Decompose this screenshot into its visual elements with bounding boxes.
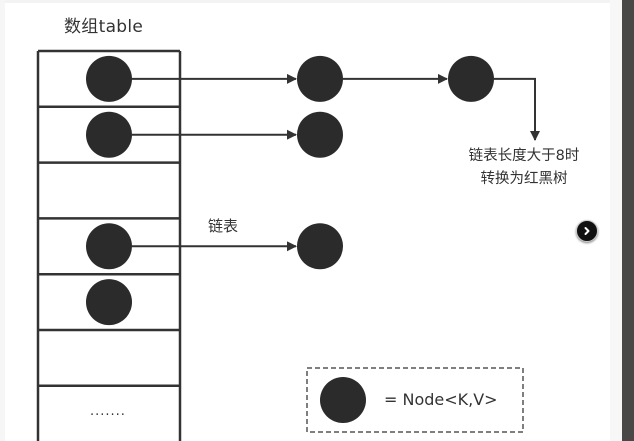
right-gutter <box>610 0 622 441</box>
nodes <box>86 55 494 326</box>
left-border <box>0 0 5 441</box>
diagram-title: 数组table <box>64 17 144 37</box>
chain-node <box>297 223 343 270</box>
treeify-arrow <box>494 77 540 141</box>
arrows <box>132 73 540 252</box>
legend-node <box>320 377 366 423</box>
treeify-note: 链表长度大于8时 转换为红黑树 <box>444 145 604 191</box>
legend-label: = Node<K,V> <box>384 390 498 409</box>
legend-box <box>306 367 524 433</box>
table-ellipsis: ....... <box>90 403 126 419</box>
bucket-head-node <box>86 111 132 158</box>
treeify-note-line2: 转换为红黑树 <box>480 171 568 187</box>
scrollbar[interactable] <box>622 0 634 441</box>
array-table <box>36 49 182 441</box>
next-button[interactable] <box>576 220 598 242</box>
legend <box>306 367 524 433</box>
top-border <box>0 0 622 3</box>
chain-node <box>297 55 343 102</box>
chevron-right-icon <box>584 227 590 235</box>
treeify-note-line1: 链表长度大于8时 <box>468 148 580 164</box>
chain-node <box>297 111 343 158</box>
bucket-head-node <box>86 55 132 102</box>
bucket-head-node <box>86 223 132 270</box>
chain-node <box>448 55 494 102</box>
linked-list-label: 链表 <box>208 217 239 235</box>
bucket-head-node <box>86 279 132 326</box>
